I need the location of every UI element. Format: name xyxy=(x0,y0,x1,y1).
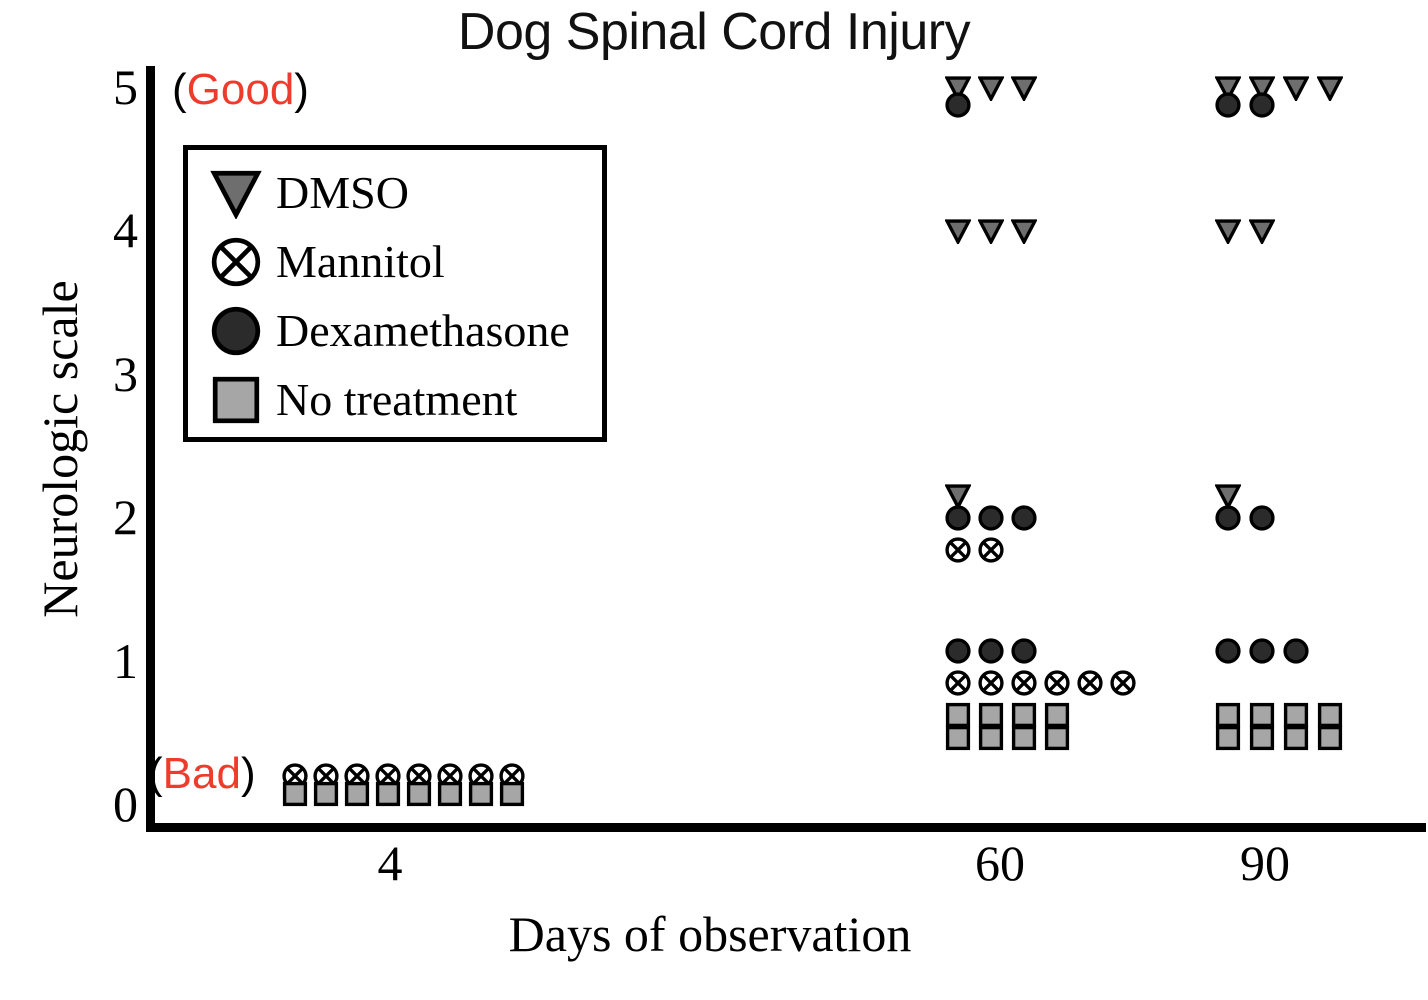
data-point-dmso xyxy=(1283,75,1309,101)
y-axis-line xyxy=(146,66,155,832)
data-point-dmso xyxy=(1011,218,1037,244)
y-tick-label-5: 5 xyxy=(113,58,138,115)
legend-label-mannitol: Mannitol xyxy=(276,236,445,287)
data-point-mannitol xyxy=(978,670,1004,696)
data-point-dexamethasone xyxy=(1215,638,1241,665)
data-point-dexamethasone xyxy=(1011,638,1037,665)
data-point-mannitol xyxy=(1044,670,1070,696)
legend-label-no_treatment: No treatment xyxy=(276,374,518,425)
data-point-mannitol xyxy=(1077,670,1103,696)
legend-item-mannitol[interactable]: Mannitol xyxy=(204,231,445,293)
data-point-dmso xyxy=(945,218,971,244)
data-point-no_treatment xyxy=(1215,702,1241,728)
data-point-dexamethasone xyxy=(1215,505,1241,531)
y-tick-label-2: 2 xyxy=(113,489,138,545)
data-point-no_treatment xyxy=(1283,702,1309,728)
data-point-no_treatment xyxy=(437,781,463,807)
data-point-no_treatment xyxy=(978,725,1004,751)
data-point-mannitol xyxy=(978,536,1004,563)
x-tick-label-60: 60 xyxy=(975,835,1025,891)
legend-item-dexamethasone[interactable]: Dexamethasone xyxy=(204,300,570,362)
data-point-no_treatment xyxy=(1283,725,1309,751)
data-point-dmso xyxy=(978,75,1004,101)
data-point-no_treatment xyxy=(1011,702,1037,728)
data-point-dmso xyxy=(1215,218,1241,244)
legend-item-dmso[interactable]: DMSO xyxy=(204,162,409,224)
data-point-no_treatment xyxy=(344,781,370,807)
page-title: Dog Spinal Cord Injury xyxy=(457,3,971,61)
y-tick-label-1: 1 xyxy=(113,632,138,689)
data-point-no_treatment xyxy=(1215,725,1241,751)
data-point-no_treatment xyxy=(1317,725,1343,751)
data-point-dexamethasone xyxy=(1283,638,1309,665)
x-tick-label-4: 4 xyxy=(377,835,403,891)
data-point-mannitol xyxy=(945,536,971,563)
data-point-no_treatment xyxy=(1317,702,1343,728)
data-point-dexamethasone xyxy=(1215,92,1241,118)
y-tick-label-0: 0 xyxy=(113,776,138,832)
data-point-dexamethasone xyxy=(1011,505,1037,531)
data-point-no_treatment xyxy=(282,781,308,807)
data-point-dmso xyxy=(1215,483,1241,510)
data-point-no_treatment xyxy=(468,781,494,807)
data-point-dmso xyxy=(1215,75,1241,101)
circle-x-icon xyxy=(204,231,268,293)
data-point-mannitol xyxy=(945,670,971,696)
data-point-no_treatment xyxy=(1011,725,1037,751)
data-point-dmso xyxy=(945,483,971,510)
data-point-dmso xyxy=(1011,75,1037,101)
y-tick-label-3: 3 xyxy=(113,345,138,402)
x-axis-line xyxy=(146,823,1426,832)
data-point-no_treatment xyxy=(945,725,971,751)
data-point-no_treatment xyxy=(1044,702,1070,728)
data-point-dmso xyxy=(978,218,1004,244)
data-point-dmso xyxy=(1317,75,1343,101)
y-tick-label-4: 4 xyxy=(113,202,138,258)
legend-label-dexamethasone: Dexamethasone xyxy=(276,305,570,356)
x-axis-title: Days of observation xyxy=(508,906,912,962)
data-point-no_treatment xyxy=(406,781,432,807)
data-point-mannitol xyxy=(1011,670,1037,696)
legend-item-no_treatment[interactable]: No treatment xyxy=(204,369,517,431)
triangle-down-icon xyxy=(204,162,268,224)
data-point-dexamethasone xyxy=(945,505,971,531)
data-point-mannitol xyxy=(1110,670,1136,696)
data-point-dexamethasone xyxy=(945,638,971,665)
data-point-no_treatment xyxy=(945,702,971,728)
data-point-dmso xyxy=(945,75,971,101)
data-point-dexamethasone xyxy=(978,505,1004,531)
data-point-no_treatment xyxy=(1249,725,1275,751)
data-point-no_treatment xyxy=(978,702,1004,728)
data-point-dexamethasone xyxy=(1249,638,1275,665)
data-point-dmso xyxy=(1249,75,1275,101)
data-point-dexamethasone xyxy=(1249,505,1275,531)
data-point-dexamethasone xyxy=(945,92,971,118)
data-point-no_treatment xyxy=(499,781,525,807)
data-point-dmso xyxy=(1249,218,1275,244)
data-point-dexamethasone xyxy=(978,638,1004,665)
circle-filled-icon xyxy=(204,300,268,362)
data-point-no_treatment xyxy=(1044,725,1070,751)
annotation-bad: (Bad) xyxy=(148,749,256,798)
data-point-no_treatment xyxy=(313,781,339,807)
data-point-no_treatment xyxy=(375,781,401,807)
data-point-dexamethasone xyxy=(1249,92,1275,118)
x-tick-label-90: 90 xyxy=(1240,835,1290,891)
legend-label-dmso: DMSO xyxy=(276,167,409,218)
annotation-good: (Good) xyxy=(172,65,309,114)
square-icon xyxy=(204,369,268,431)
data-point-no_treatment xyxy=(1249,702,1275,728)
